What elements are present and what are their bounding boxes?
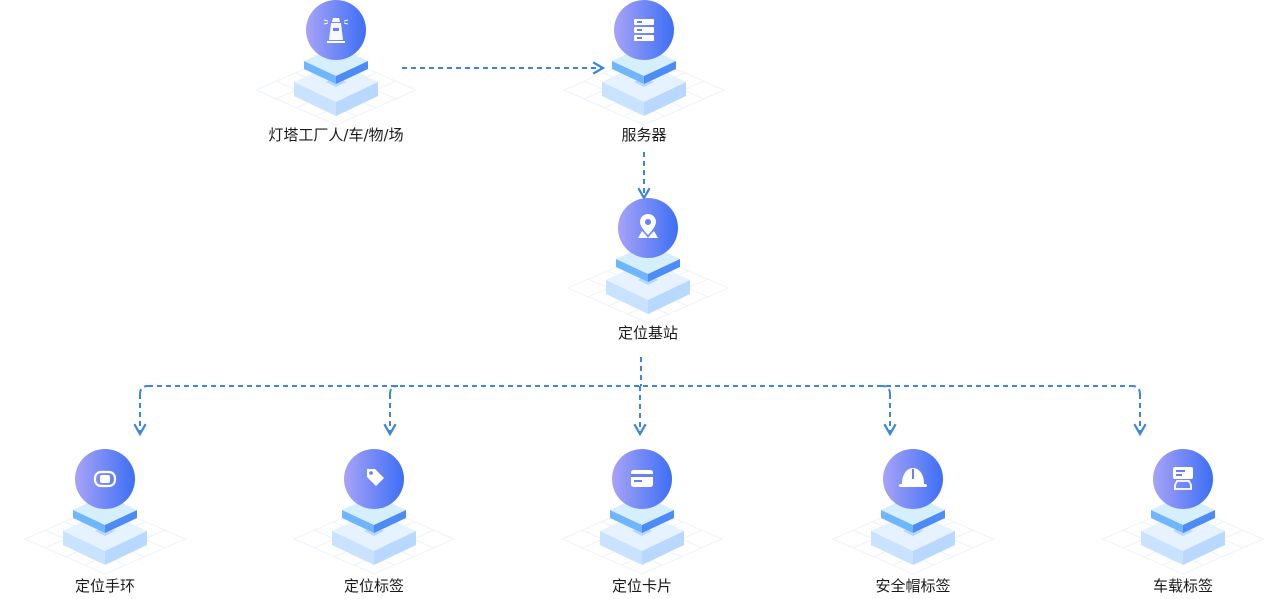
node-graphic (560, 449, 724, 575)
node-label: 定位标签 (343, 577, 404, 595)
map-pin-icon (638, 214, 658, 238)
node-graphic (292, 449, 456, 575)
helmet-icon (899, 468, 927, 487)
node-graphic (23, 449, 187, 575)
node-graphic (566, 198, 730, 324)
node-label: 灯塔工厂人/车/物/场 (268, 126, 404, 144)
node-label: 定位手环 (74, 577, 135, 595)
node-server: 服务器 (544, 0, 744, 150)
wristband-icon (93, 470, 117, 488)
tag-icon (367, 469, 384, 486)
node-lighthouse: 灯塔工厂人/车/物/场 (236, 0, 436, 150)
node-graphic (1101, 449, 1265, 575)
node-label: 安全帽标签 (875, 577, 951, 595)
node-graphic (562, 0, 726, 126)
node-label: 车载标签 (1152, 577, 1213, 595)
node-label: 定位卡片 (611, 577, 672, 595)
node-graphic (254, 0, 418, 126)
vehicle-tag-icon (1173, 467, 1193, 490)
node-label: 定位基站 (617, 324, 678, 342)
connector-bus-to-vehicle (1132, 385, 1140, 434)
server-rack-icon (634, 19, 654, 41)
node-base-station: 定位基站 (548, 198, 748, 348)
node-tag: 定位标签 (274, 449, 474, 599)
node-wristband: 定位手环 (5, 449, 205, 599)
node-label: 服务器 (621, 126, 667, 144)
node-helmet: 安全帽标签 (813, 449, 1013, 599)
node-graphic (831, 449, 995, 575)
node-card: 定位卡片 (542, 449, 742, 599)
connector-bus-to-tag (390, 385, 398, 434)
lighthouse-icon (323, 18, 349, 43)
connector-bus-to-wristband (140, 385, 148, 434)
card-icon (631, 470, 653, 487)
node-vehicle: 车载标签 (1083, 449, 1280, 599)
connector-bus-to-helmet (882, 385, 890, 434)
